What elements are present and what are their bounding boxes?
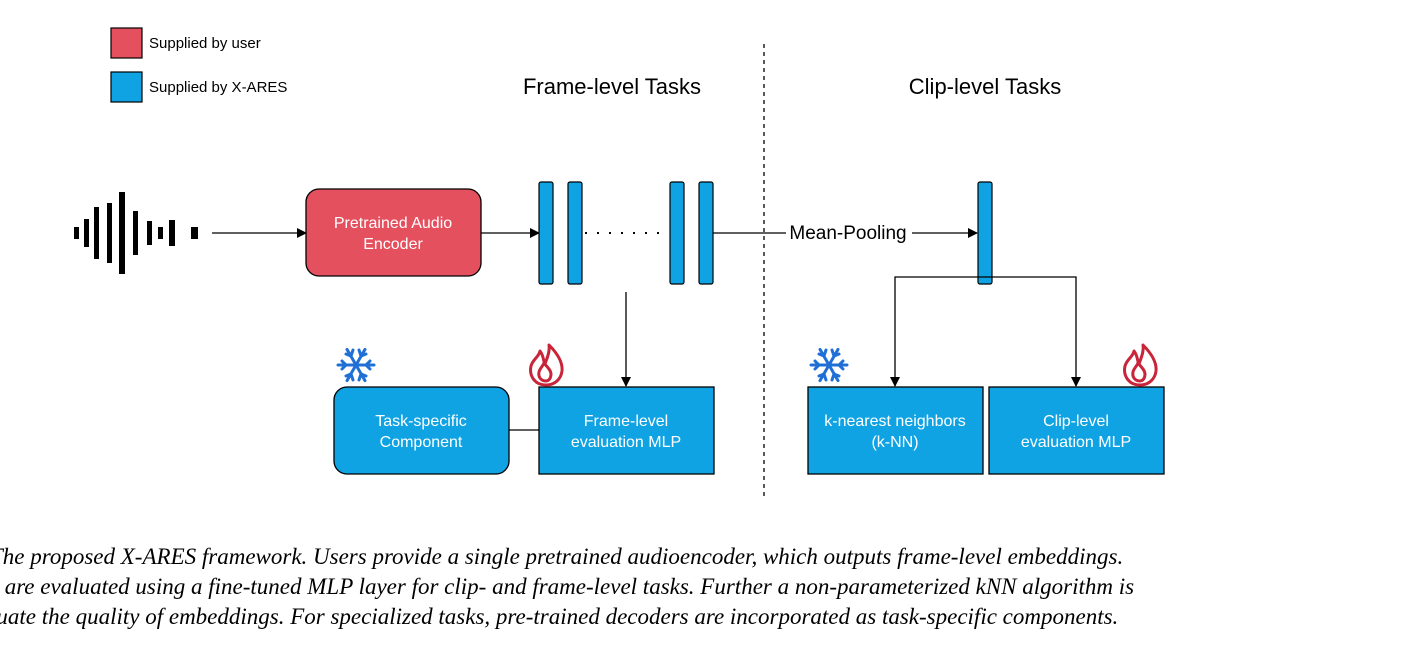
caption-line: s are evaluated using a fine-tuned MLP l…: [0, 574, 1135, 599]
pretrained-encoder-box: [305, 188, 482, 277]
waveform-icon: [74, 192, 198, 274]
flame-icon: [1123, 343, 1158, 387]
heading-frame-level: Frame-level Tasks: [523, 74, 701, 99]
framework-diagram: Supplied by user Supplied by X-ARES Fram…: [74, 27, 1165, 496]
task-specific-label-line1: Task-specific: [375, 413, 467, 430]
frame-mlp-label-line1: Frame-level: [584, 413, 668, 430]
clip-level-mlp-box: [988, 386, 1165, 475]
clip-embedding-bar: [977, 181, 993, 285]
legend-label-xares: Supplied by X-ARES: [149, 79, 287, 96]
legend-swatch-user: [110, 27, 143, 59]
snowflake-icon: [336, 347, 376, 383]
frame-embedding-bar: [538, 181, 554, 285]
flame-icon: [529, 343, 564, 387]
arrow-clip-to-knn: [890, 276, 985, 387]
frame-embeddings: [538, 181, 714, 285]
encoder-label-line1: Pretrained Audio: [334, 215, 452, 232]
task-specific-component-box: [333, 386, 510, 475]
frame-embedding-bar: [567, 181, 583, 285]
frame-level-mlp-box: [538, 386, 715, 475]
figure-caption: The proposed X-ARES framework. Users pro…: [0, 542, 1412, 632]
legend-label-user: Supplied by user: [149, 35, 261, 52]
snowflake-icon: [809, 347, 849, 383]
arrow-clip-to-mlp: [985, 276, 1081, 387]
task-specific-label-line2: Component: [380, 434, 463, 451]
knn-label-line2: (k-NN): [871, 434, 918, 451]
caption-line: luate the quality of embeddings. For spe…: [0, 604, 1119, 629]
clip-mlp-label-line1: Clip-level: [1043, 413, 1109, 430]
heading-clip-level: Clip-level Tasks: [909, 74, 1061, 99]
knn-label-line1: k-nearest neighbors: [824, 413, 965, 430]
caption-line: The proposed X-ARES framework. Users pro…: [0, 544, 1124, 569]
frame-mlp-label-line2: evaluation MLP: [571, 434, 681, 451]
frame-embedding-bar: [669, 181, 685, 285]
knn-box: [807, 386, 984, 475]
encoder-label-line2: Encoder: [363, 236, 423, 253]
mean-pooling-label: Mean-Pooling: [789, 223, 906, 244]
legend-swatch-xares: [110, 71, 143, 103]
clip-mlp-label-line2: evaluation MLP: [1021, 434, 1131, 451]
frame-embedding-bar: [698, 181, 714, 285]
